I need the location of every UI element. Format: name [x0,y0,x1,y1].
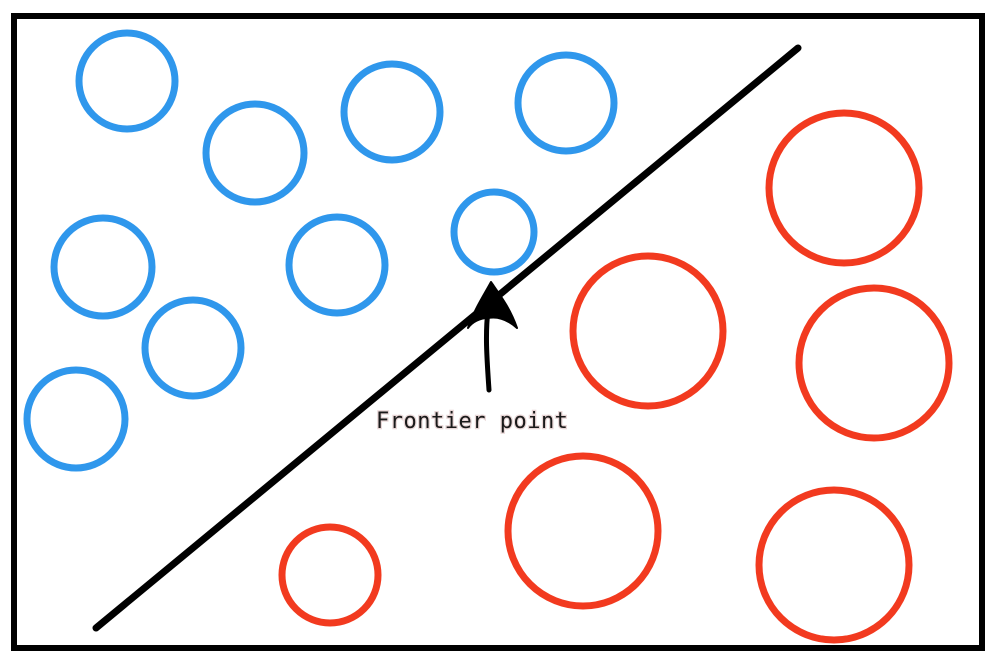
class-a-circle [50,214,156,320]
frontier-arrow [467,281,518,393]
class-a-circle [141,296,245,400]
class-b-group [278,109,953,644]
class-b-circle [765,109,923,267]
class-a-circle [202,100,308,206]
class-a-group [23,29,618,472]
class-b-circle [795,284,953,442]
class-b-circle [755,486,913,644]
frontier-point-label: Frontier point [376,409,568,434]
class-a-circle [285,213,389,317]
diagram-frame [11,13,985,651]
decision-boundary-line [92,44,802,632]
arrow-shaft [483,307,492,393]
class-a-circle [514,51,618,155]
class-a-circle [340,60,444,164]
class-b-circle [278,523,382,627]
class-b-circle [504,452,662,610]
class-a-circle [23,366,129,472]
class-a-circle [75,29,179,133]
class-a-circle [450,188,538,276]
class-b-circle [569,252,727,410]
arrow-head-icon [467,281,518,329]
